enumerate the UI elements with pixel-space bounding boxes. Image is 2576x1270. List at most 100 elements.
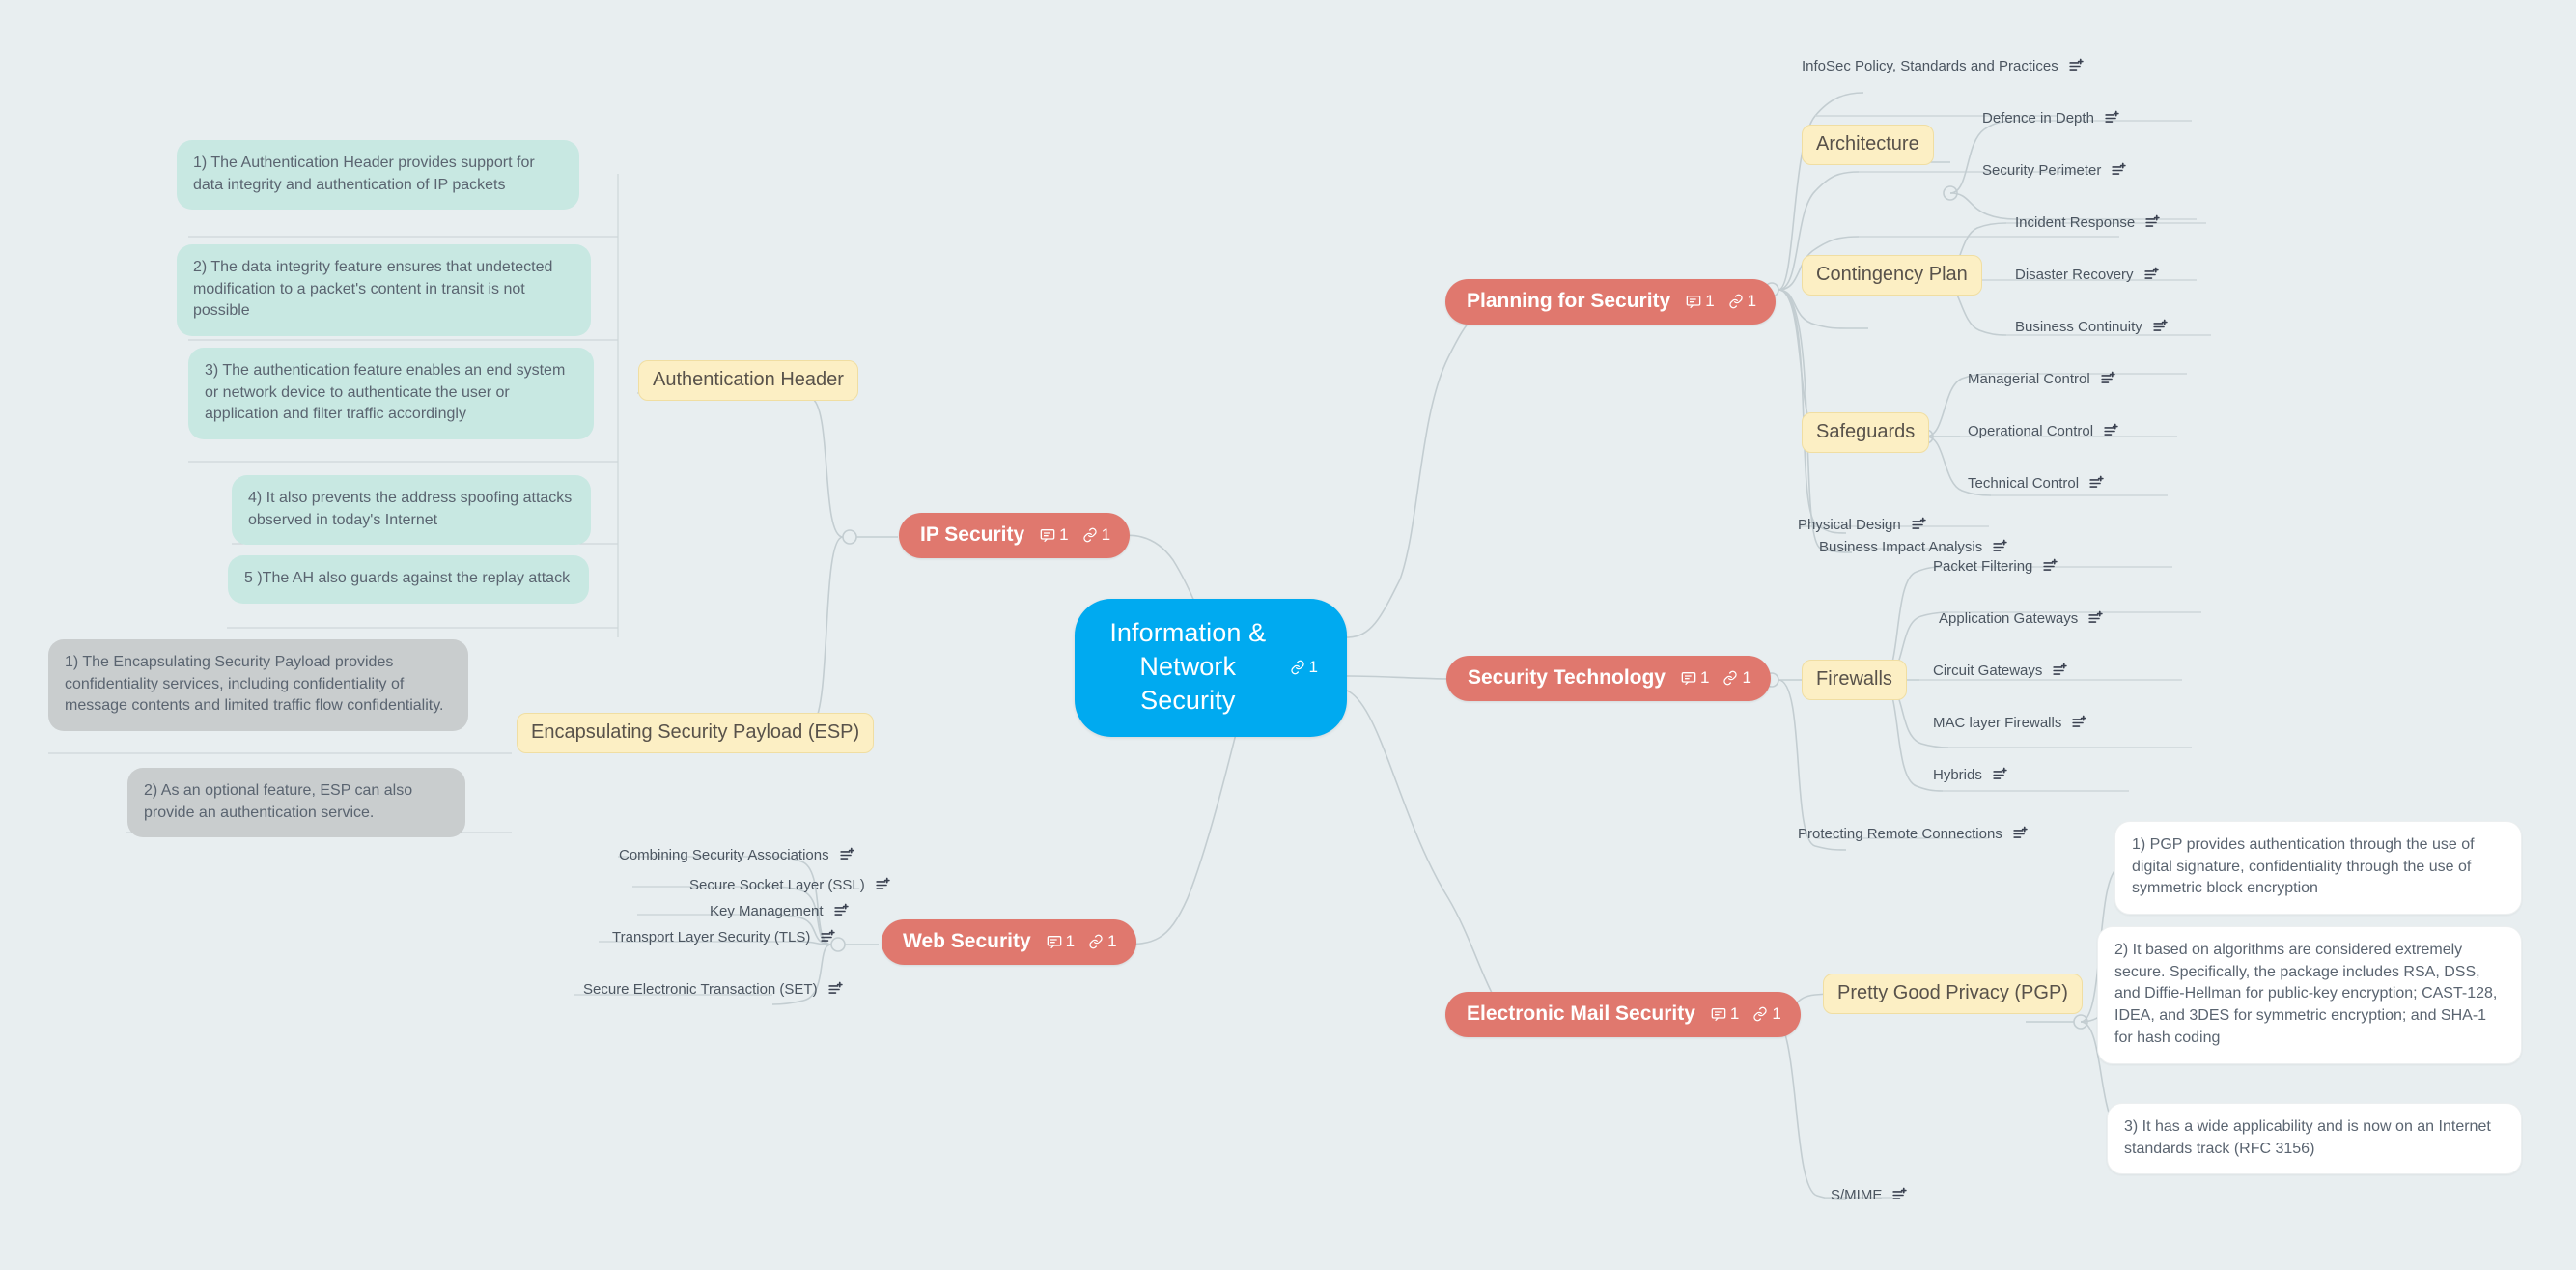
subtopic-contingency-plan[interactable]: Contingency Plan (1802, 255, 1982, 296)
link-badge[interactable]: 1 (1728, 292, 1756, 311)
add-note-icon[interactable] (2012, 826, 2029, 842)
comment-badge[interactable]: 1 (1681, 668, 1709, 688)
leaf-key-management[interactable]: Key Management (710, 903, 850, 919)
note-ah-4[interactable]: 4) It also prevents the address spoofing… (232, 475, 591, 546)
leaf-label: Application Gateways (1939, 610, 2079, 627)
leaf-infosec-policy[interactable]: InfoSec Policy, Standards and Practices (1802, 58, 2085, 74)
subtopic-pretty-good-privacy[interactable]: Pretty Good Privacy (PGP) (1823, 974, 2083, 1014)
leaf-incident-response[interactable]: Incident Response (2015, 214, 2161, 231)
leaf-label: Operational Control (1968, 423, 2094, 439)
leaf-physical-design[interactable]: Physical Design (1798, 517, 1927, 533)
comment-badge[interactable]: 1 (1040, 525, 1069, 545)
add-note-icon[interactable] (2144, 214, 2161, 231)
leaf-technical-control[interactable]: Technical Control (1968, 475, 2105, 492)
add-note-icon[interactable] (2068, 58, 2085, 74)
note-esp-2[interactable]: 2) As an optional feature, ESP can also … (127, 768, 465, 838)
comment-badge[interactable]: 1 (1047, 932, 1075, 951)
leaf-hybrids[interactable]: Hybrids (1933, 767, 2008, 783)
leaf-security-perimeter[interactable]: Security Perimeter (1982, 162, 2127, 179)
topic-label: Web Security (903, 930, 1031, 952)
leaf-label: Disaster Recovery (2015, 267, 2134, 283)
leaf-defence-in-depth[interactable]: Defence in Depth (1982, 110, 2120, 127)
leaf-secure-electronic-transaction[interactable]: Secure Electronic Transaction (SET) (583, 981, 844, 998)
comment-count: 1 (1729, 1004, 1740, 1023)
add-note-icon[interactable] (2088, 475, 2105, 492)
add-note-icon[interactable] (2100, 371, 2116, 387)
leaf-business-continuity[interactable]: Business Continuity (2015, 319, 2169, 335)
add-note-icon[interactable] (1992, 767, 2008, 783)
leaf-operational-control[interactable]: Operational Control (1968, 423, 2119, 439)
topic-planning-for-security[interactable]: Planning for Security 1 1 (1445, 279, 1777, 325)
topic-ip-security[interactable]: IP Security 1 1 (899, 513, 1131, 558)
link-badge[interactable]: 1 (1082, 525, 1110, 545)
link-badge[interactable]: 1 (1088, 932, 1117, 951)
leaf-mac-layer-firewalls[interactable]: MAC layer Firewalls (1933, 715, 2087, 731)
note-esp-1[interactable]: 1) The Encapsulating Security Payload pr… (48, 639, 468, 732)
leaf-secure-socket-layer[interactable]: Secure Socket Layer (SSL) (689, 877, 891, 893)
leaf-label: Combining Security Associations (619, 847, 829, 863)
link-count: 1 (1742, 668, 1751, 687)
leaf-packet-filtering[interactable]: Packet Filtering (1933, 558, 2058, 575)
link-icon (1082, 527, 1098, 543)
leaf-label: Packet Filtering (1933, 558, 2033, 575)
comment-icon (1047, 934, 1062, 949)
note-ah-2[interactable]: 2) The data integrity feature ensures th… (177, 244, 591, 337)
add-note-icon[interactable] (2152, 319, 2169, 335)
add-note-icon[interactable] (833, 903, 850, 919)
add-note-icon[interactable] (1891, 1187, 1908, 1203)
link-badge[interactable]: 1 (1722, 668, 1751, 688)
add-note-icon[interactable] (839, 847, 855, 863)
leaf-managerial-control[interactable]: Managerial Control (1968, 371, 2116, 387)
add-note-icon[interactable] (827, 981, 844, 998)
add-note-icon[interactable] (1911, 517, 1927, 533)
subtopic-architecture[interactable]: Architecture (1802, 125, 1934, 165)
add-note-icon[interactable] (2042, 558, 2058, 575)
leaf-disaster-recovery[interactable]: Disaster Recovery (2015, 267, 2160, 283)
leaf-application-gateways[interactable]: Application Gateways (1939, 610, 2104, 627)
leaf-business-impact-analysis[interactable]: Business Impact Analysis (1819, 539, 2008, 555)
topic-web-security[interactable]: Web Security 1 1 (882, 919, 1136, 965)
root-node[interactable]: Information & Network Security 1 (1075, 599, 1347, 738)
leaf-label: Business Continuity (2015, 319, 2142, 335)
comment-badge[interactable]: 1 (1686, 292, 1715, 311)
note-pgp-2[interactable]: 2) It based on algorithms are considered… (2097, 926, 2522, 1064)
link-badge[interactable]: 1 (1752, 1004, 1781, 1024)
note-pgp-3[interactable]: 3) It has a wide applicability and is no… (2107, 1103, 2522, 1175)
add-note-icon[interactable] (820, 929, 836, 945)
topic-security-technology[interactable]: Security Technology 1 1 (1446, 656, 1771, 701)
leaf-circuit-gateways[interactable]: Circuit Gateways (1933, 663, 2068, 679)
add-note-icon[interactable] (2071, 715, 2087, 731)
link-icon (1088, 934, 1104, 949)
subtopic-authentication-header[interactable]: Authentication Header (638, 360, 858, 401)
comment-badge[interactable]: 1 (1711, 1004, 1739, 1024)
root-title: Information & Network Security (1109, 618, 1267, 716)
subtopic-safeguards[interactable]: Safeguards (1802, 412, 1930, 453)
root-link-badge[interactable]: 1 (1290, 658, 1318, 677)
topic-label: Security Technology (1468, 666, 1666, 689)
leaf-label: Defence in Depth (1982, 110, 2094, 127)
leaf-smime[interactable]: S/MIME (1831, 1187, 1908, 1203)
leaf-protecting-remote-connections[interactable]: Protecting Remote Connections (1798, 826, 2029, 842)
leaf-combining-security-associations[interactable]: Combining Security Associations (619, 847, 855, 863)
add-note-icon[interactable] (2087, 610, 2104, 627)
leaf-transport-layer-security[interactable]: Transport Layer Security (TLS) (612, 929, 836, 945)
add-note-icon[interactable] (1992, 539, 2008, 555)
note-ah-5[interactable]: 5 )The AH also guards against the replay… (228, 555, 589, 604)
add-note-icon[interactable] (2143, 267, 2160, 283)
comment-icon (1686, 294, 1701, 309)
topic-electronic-mail-security[interactable]: Electronic Mail Security 1 1 (1445, 992, 1801, 1037)
add-note-icon[interactable] (2104, 110, 2120, 127)
root-link-count: 1 (1308, 657, 1318, 676)
note-ah-1[interactable]: 1) The Authentication Header provides su… (177, 140, 579, 211)
add-note-icon[interactable] (2052, 663, 2068, 679)
add-note-icon[interactable] (2103, 423, 2119, 439)
note-ah-3[interactable]: 3) The authentication feature enables an… (188, 348, 594, 440)
add-note-icon[interactable] (2111, 162, 2127, 179)
leaf-label: Managerial Control (1968, 371, 2090, 387)
subtopic-firewalls[interactable]: Firewalls (1802, 660, 1907, 700)
note-pgp-1[interactable]: 1) PGP provides authentication through t… (2114, 821, 2522, 916)
add-note-icon[interactable] (875, 877, 891, 893)
leaf-label: Key Management (710, 903, 824, 919)
topic-label: Electronic Mail Security (1467, 1002, 1695, 1025)
subtopic-encapsulating-security-payload[interactable]: Encapsulating Security Payload (ESP) (517, 713, 875, 753)
